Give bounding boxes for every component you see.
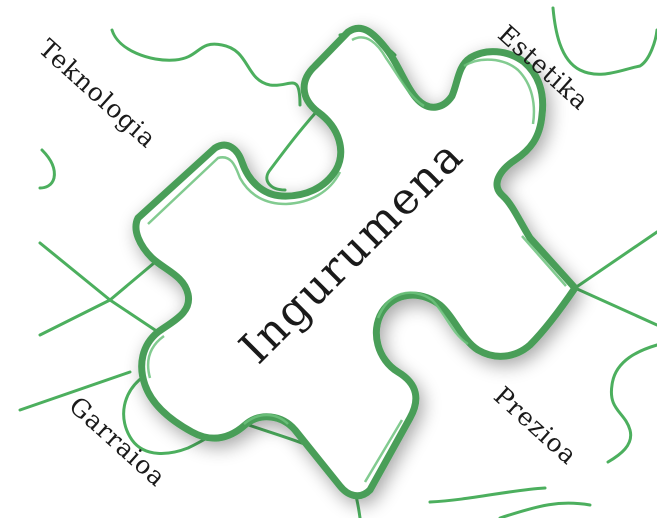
puzzle-piece-outline [132,24,579,500]
bg-line-left-low [18,370,132,412]
bg-line-right-hook [606,343,657,464]
bg-line-inner-top [265,108,320,192]
label-top-left: Teknologia [33,33,162,153]
bg-line-top [110,28,302,107]
bg-line-top-right [551,6,657,76]
bg-line-right-cross-a [573,230,657,290]
bg-line-left-cross-b [38,256,162,337]
background-puzzle-lines [18,6,657,518]
bg-line-bottom-right-a [428,486,547,504]
puzzle-piece-inner-line [146,36,567,483]
bg-line-left-hook [38,148,56,190]
bg-line-right-cross-b [573,286,657,327]
bg-line-bottom-right-b [498,501,592,518]
label-bottom-right: Prezioa [488,381,583,471]
bg-line-left-cross-a [38,241,157,332]
puzzle-piece [132,24,579,500]
